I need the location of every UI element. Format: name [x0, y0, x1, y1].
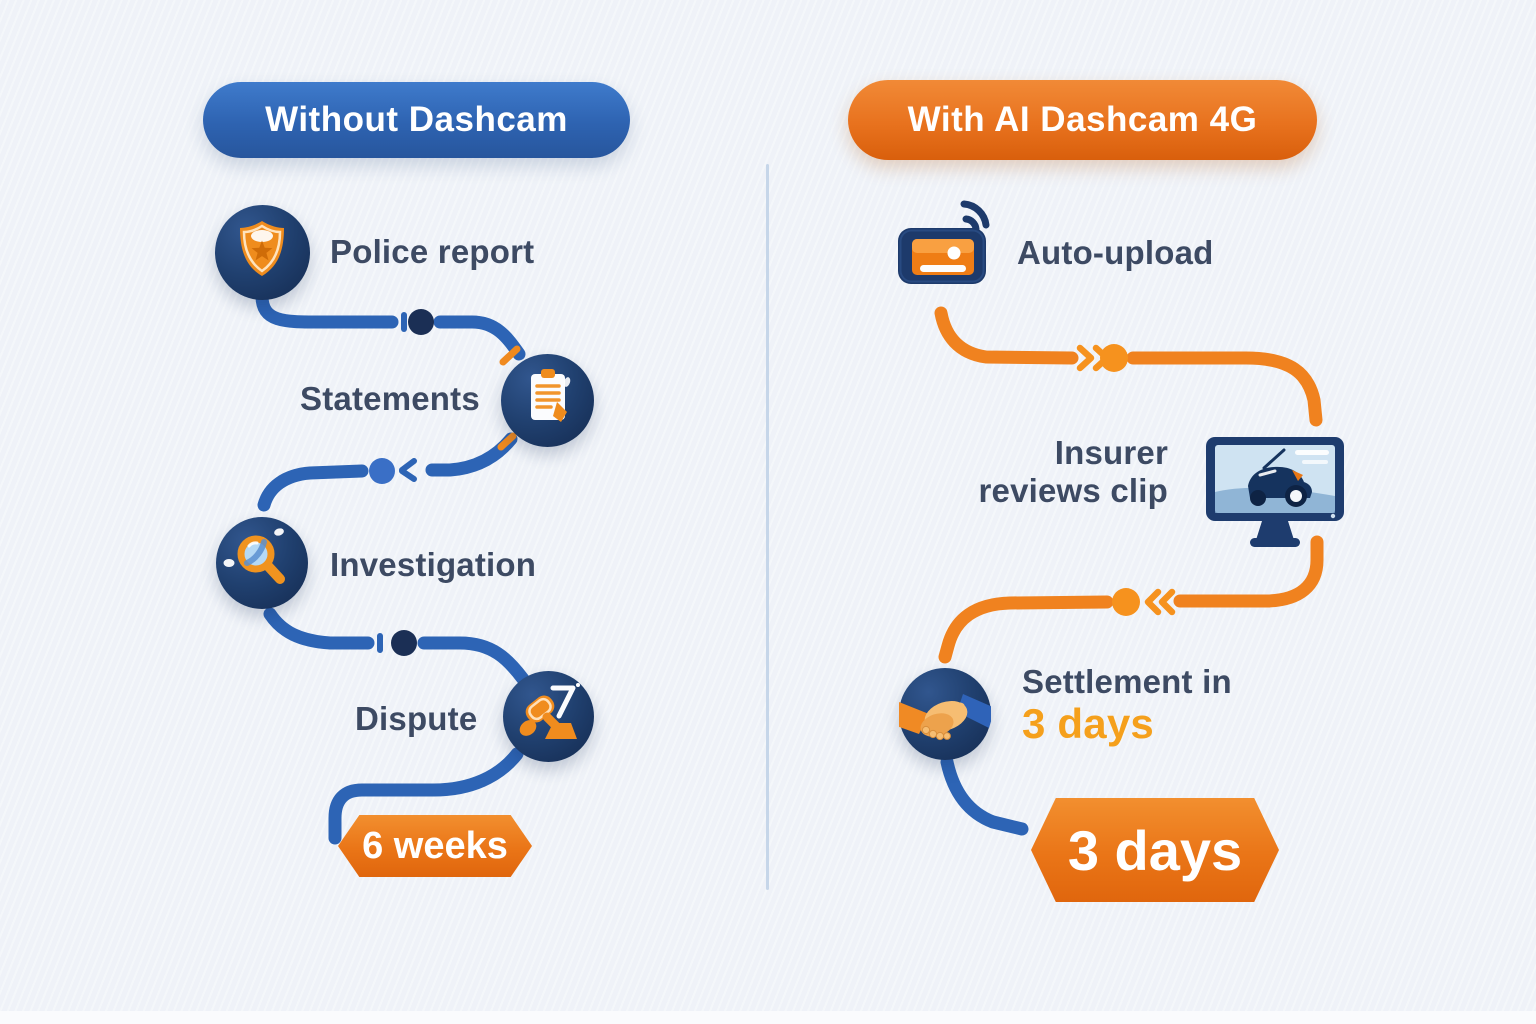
step-label-statements: Statements — [300, 380, 480, 417]
investigation-node — [216, 517, 308, 609]
step-label-investigation: Investigation — [330, 546, 537, 583]
clipboard-icon — [531, 369, 571, 422]
step-label-settlement: Settlement in 3 days — [1022, 663, 1232, 747]
duration-badge-3-days-label: 3 days — [1067, 818, 1243, 882]
step-label-insurer-reviews: Insurer reviews clip — [978, 434, 1168, 510]
auto-upload-node — [886, 192, 998, 301]
dispute-node — [503, 671, 594, 762]
right-header-pill: With AI Dashcam 4G — [848, 80, 1317, 160]
connector-dot — [1100, 344, 1128, 372]
step-label-insurer-line2: reviews clip — [978, 472, 1168, 509]
gavel-icon — [519, 683, 580, 739]
handshake-icon — [899, 694, 991, 741]
connector-dot — [391, 630, 417, 656]
duration-badge-3-days: 3 days — [1031, 798, 1279, 902]
step-label-auto-upload: Auto-upload — [1017, 234, 1214, 271]
settlement-node — [899, 668, 991, 760]
column-divider — [766, 164, 769, 890]
timeline-connector-right — [934, 306, 1324, 664]
bottom-strip — [0, 1011, 1536, 1024]
connector-dot — [408, 309, 434, 335]
step-label-settlement-line1: Settlement in — [1022, 663, 1232, 700]
magnifier-icon — [223, 528, 285, 584]
step-label-insurer-line1: Insurer — [1054, 434, 1168, 471]
duration-badge-6-weeks: 6 weeks — [338, 815, 532, 877]
step-label-settlement-days: 3 days — [1022, 700, 1154, 747]
connector-dot — [369, 458, 395, 484]
dashcam-icon — [898, 200, 990, 284]
connector-dot — [1112, 588, 1140, 616]
step-label-police-report: Police report — [330, 233, 535, 270]
right-header-label: With AI Dashcam 4G — [907, 100, 1258, 139]
police-report-node — [215, 205, 310, 300]
step-label-dispute: Dispute — [355, 700, 478, 737]
left-header-pill: Without Dashcam — [203, 82, 630, 158]
left-header-label: Without Dashcam — [265, 100, 568, 139]
insurer-review-node — [1200, 434, 1350, 565]
connector-tick-marks — [497, 345, 521, 451]
statements-node — [501, 354, 594, 447]
monitor-icon — [1206, 437, 1344, 547]
police-badge-icon — [240, 221, 284, 276]
duration-badge-6-weeks-label: 6 weeks — [362, 824, 508, 867]
